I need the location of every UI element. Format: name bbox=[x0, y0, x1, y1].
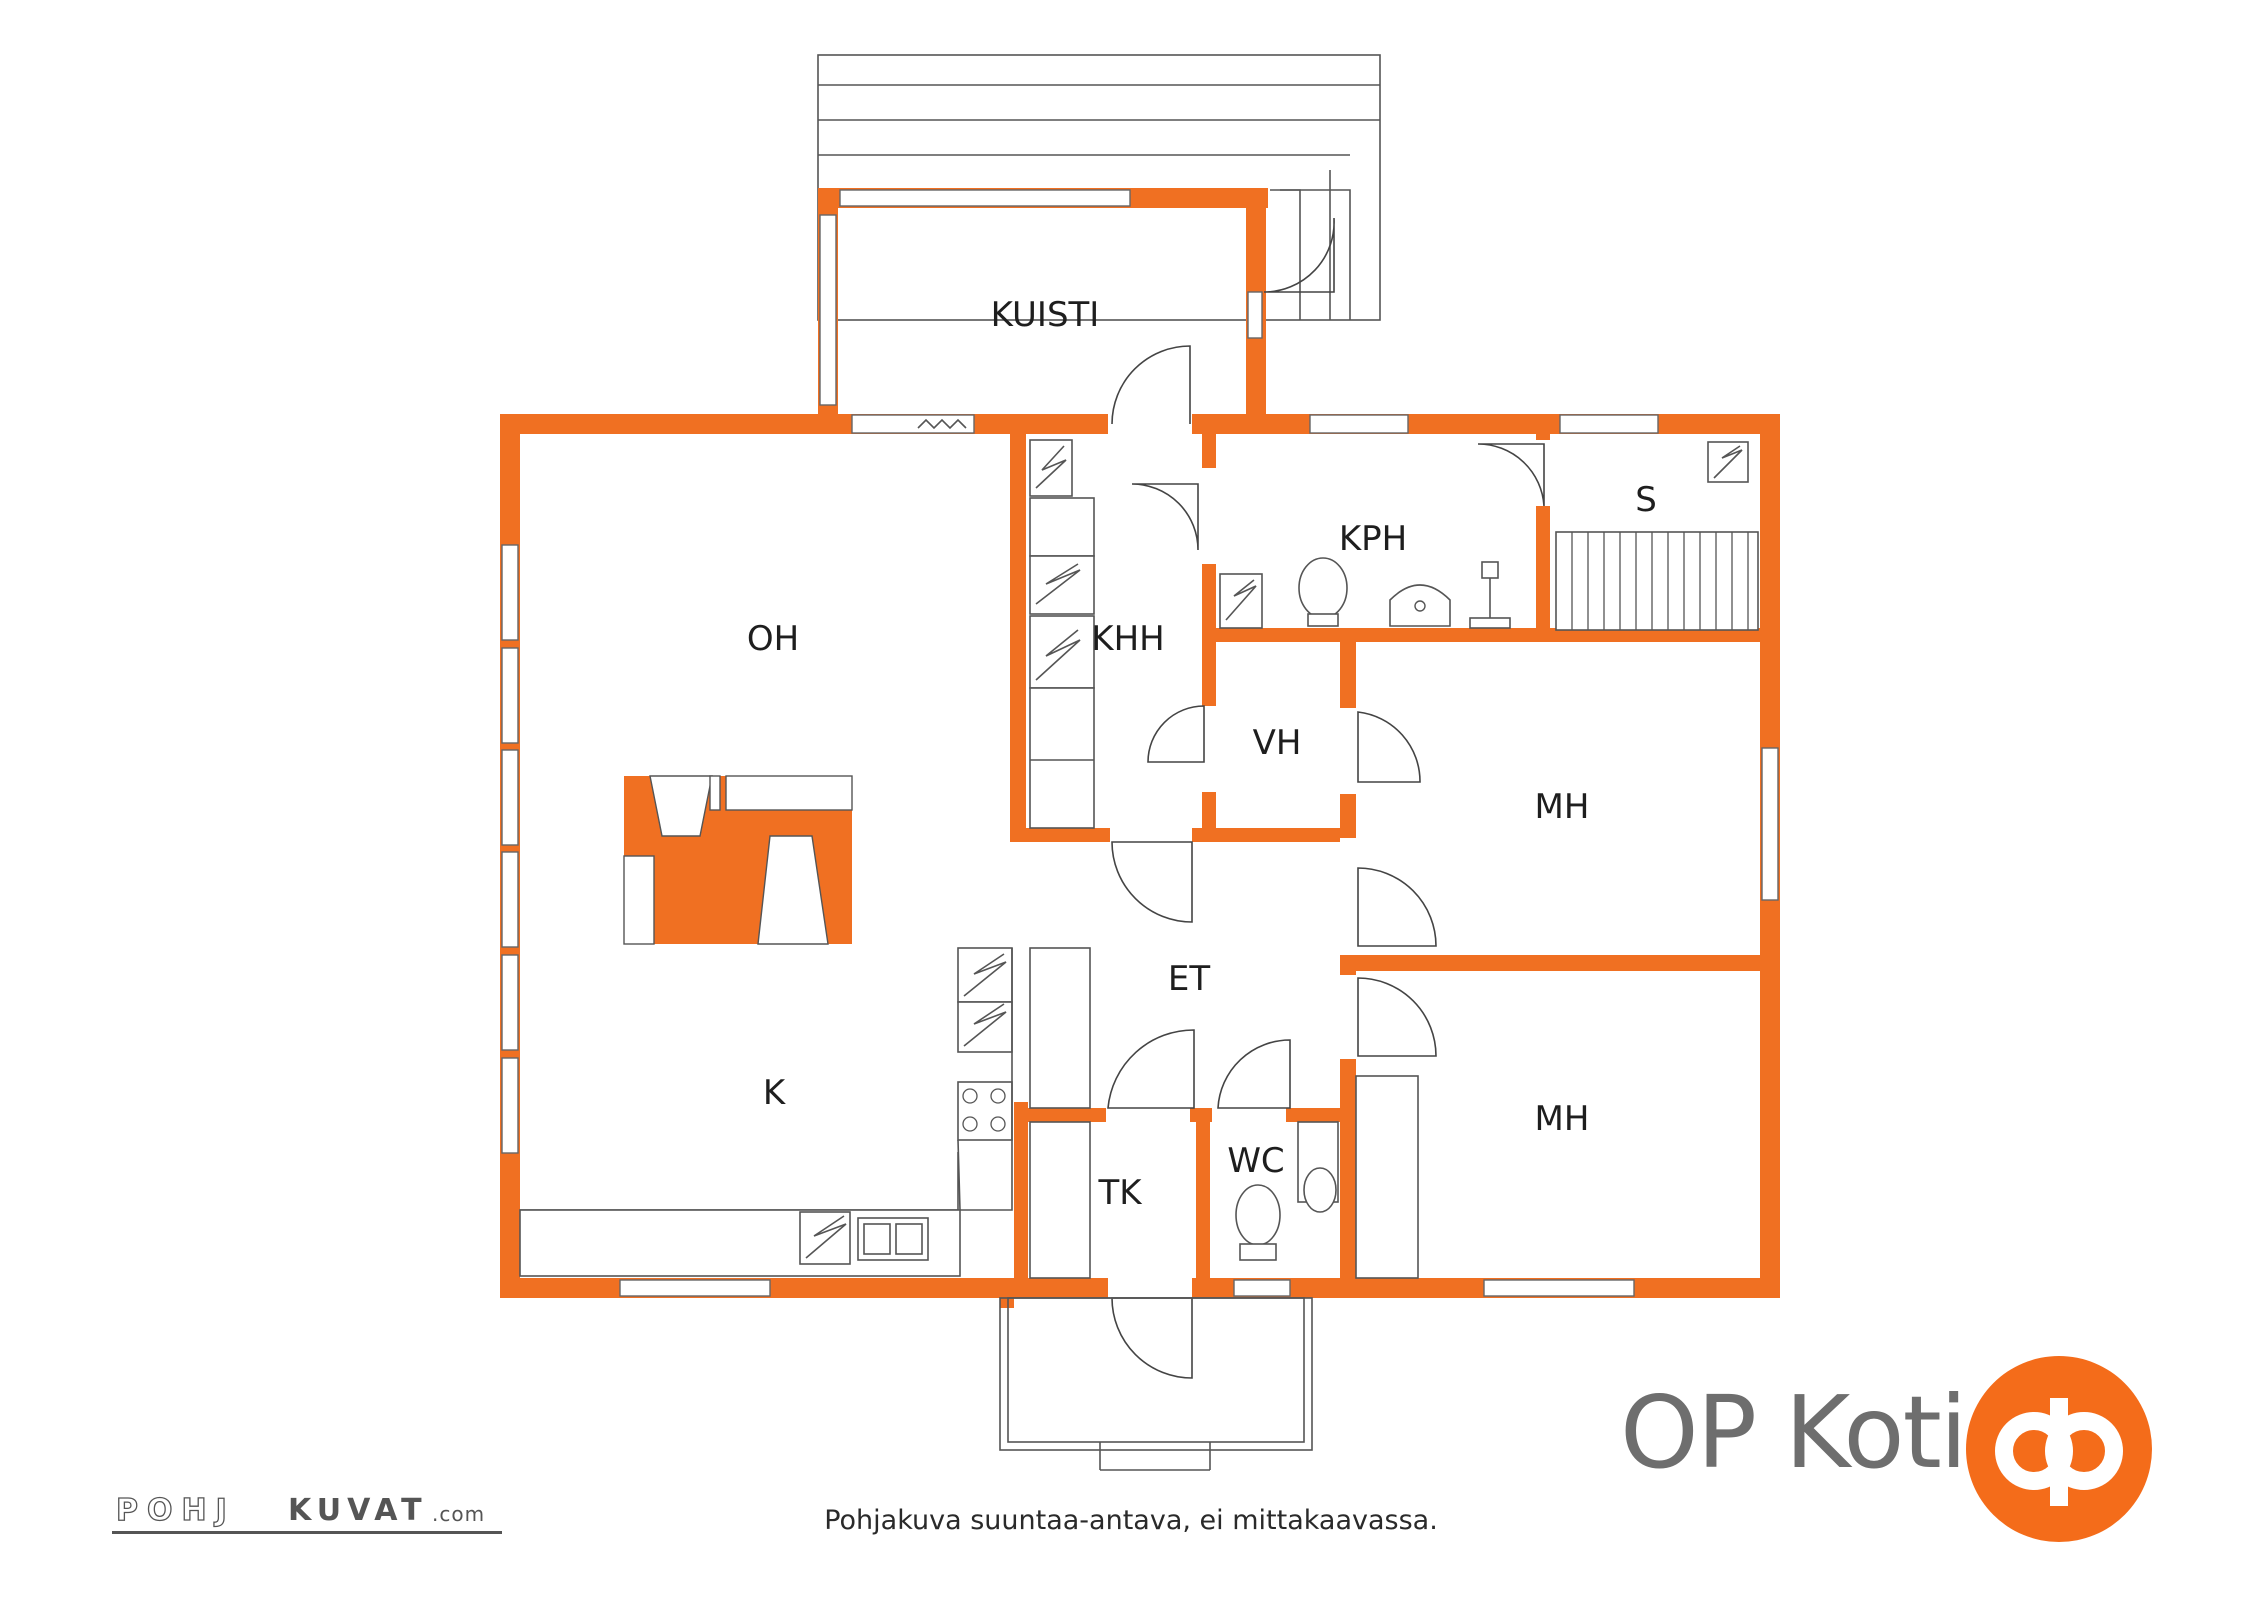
credit-part-3: .com bbox=[432, 1502, 486, 1526]
doors bbox=[1107, 217, 1545, 1379]
credit-part-1: POHJ bbox=[115, 1492, 236, 1528]
room-label-mh-lower: MH bbox=[1535, 1099, 1590, 1139]
credit-part-2: KUVAT bbox=[288, 1493, 428, 1528]
room-label-wc: WC bbox=[1227, 1141, 1284, 1181]
walls bbox=[500, 188, 1780, 1308]
credit-underline bbox=[112, 1531, 502, 1534]
room-label-kuisti: KUISTI bbox=[991, 295, 1100, 335]
op-logo-icon bbox=[1966, 1356, 2152, 1542]
room-label-k: K bbox=[763, 1073, 787, 1113]
terrace bbox=[817, 54, 1381, 321]
room-label-tk: TK bbox=[1097, 1173, 1143, 1213]
fixtures bbox=[519, 439, 1759, 1279]
room-label-kph: KPH bbox=[1339, 519, 1407, 559]
entrance-vestibule bbox=[999, 1297, 1313, 1471]
room-label-et: ET bbox=[1168, 959, 1210, 999]
room-label-vh: VH bbox=[1253, 723, 1302, 763]
room-label-s: S bbox=[1635, 480, 1657, 520]
brand-name: OP Koti bbox=[1620, 1374, 1968, 1491]
room-label-mh-upper: MH bbox=[1535, 787, 1590, 827]
room-label-khh: KHH bbox=[1091, 619, 1164, 659]
room-label-oh: OH bbox=[747, 619, 799, 659]
disclaimer-caption: Pohjakuva suuntaa-antava, ei mittakaavas… bbox=[824, 1505, 1438, 1536]
openings bbox=[1014, 414, 1550, 1298]
windows bbox=[501, 189, 1779, 1297]
room-labels: KUISTI OH KHH KPH S VH MH ET K MH WC TK bbox=[747, 295, 1657, 1213]
